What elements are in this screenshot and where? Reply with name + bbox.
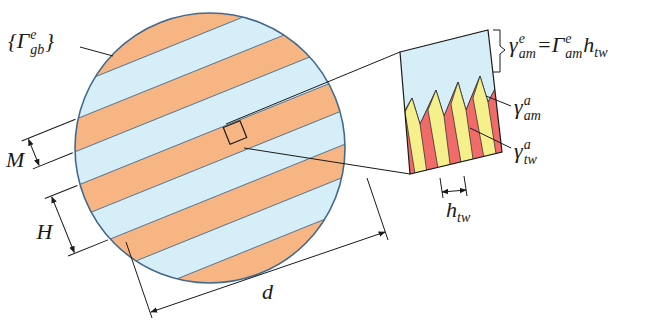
- symbol-text: γ: [514, 94, 523, 119]
- subscript: tw: [524, 153, 537, 168]
- superscript: e: [30, 28, 44, 43]
- script-stack: atw: [524, 138, 537, 167]
- symbol-text: γ: [509, 32, 518, 57]
- math-label: γatw: [514, 138, 538, 167]
- script-stack: eam: [565, 32, 582, 61]
- symbol-text: H: [37, 219, 53, 244]
- subscript: tw: [457, 210, 470, 225]
- math-label: γeam=Γeamhtw: [509, 32, 608, 61]
- symbol-text: d: [262, 279, 273, 304]
- math-label: htw: [446, 199, 470, 225]
- superscript: a: [524, 138, 537, 153]
- superscript: a: [524, 94, 541, 109]
- math-label: {Γegb}: [8, 28, 54, 57]
- symbol-text: h: [446, 197, 457, 222]
- symbol-text: }: [45, 28, 54, 53]
- symbol-text: h: [583, 32, 594, 57]
- math-label: H: [37, 221, 53, 243]
- subscript: am: [519, 47, 536, 62]
- symbol-text: =Γ: [537, 32, 564, 57]
- script-stack: aam: [524, 94, 541, 123]
- subscript: gb: [30, 43, 44, 58]
- subscript: tw: [594, 45, 607, 60]
- symbol-text: M: [6, 147, 24, 172]
- subscript: am: [524, 109, 541, 124]
- subscript: am: [565, 47, 582, 62]
- math-label: γaam: [514, 94, 542, 123]
- math-label: d: [262, 281, 273, 303]
- script-stack: eam: [519, 32, 536, 61]
- math-label: M: [6, 149, 24, 171]
- symbol-text: γ: [514, 138, 523, 163]
- symbol-text: {Γ: [8, 28, 29, 53]
- superscript: e: [565, 32, 582, 47]
- script-stack: egb: [30, 28, 44, 57]
- superscript: e: [519, 32, 536, 47]
